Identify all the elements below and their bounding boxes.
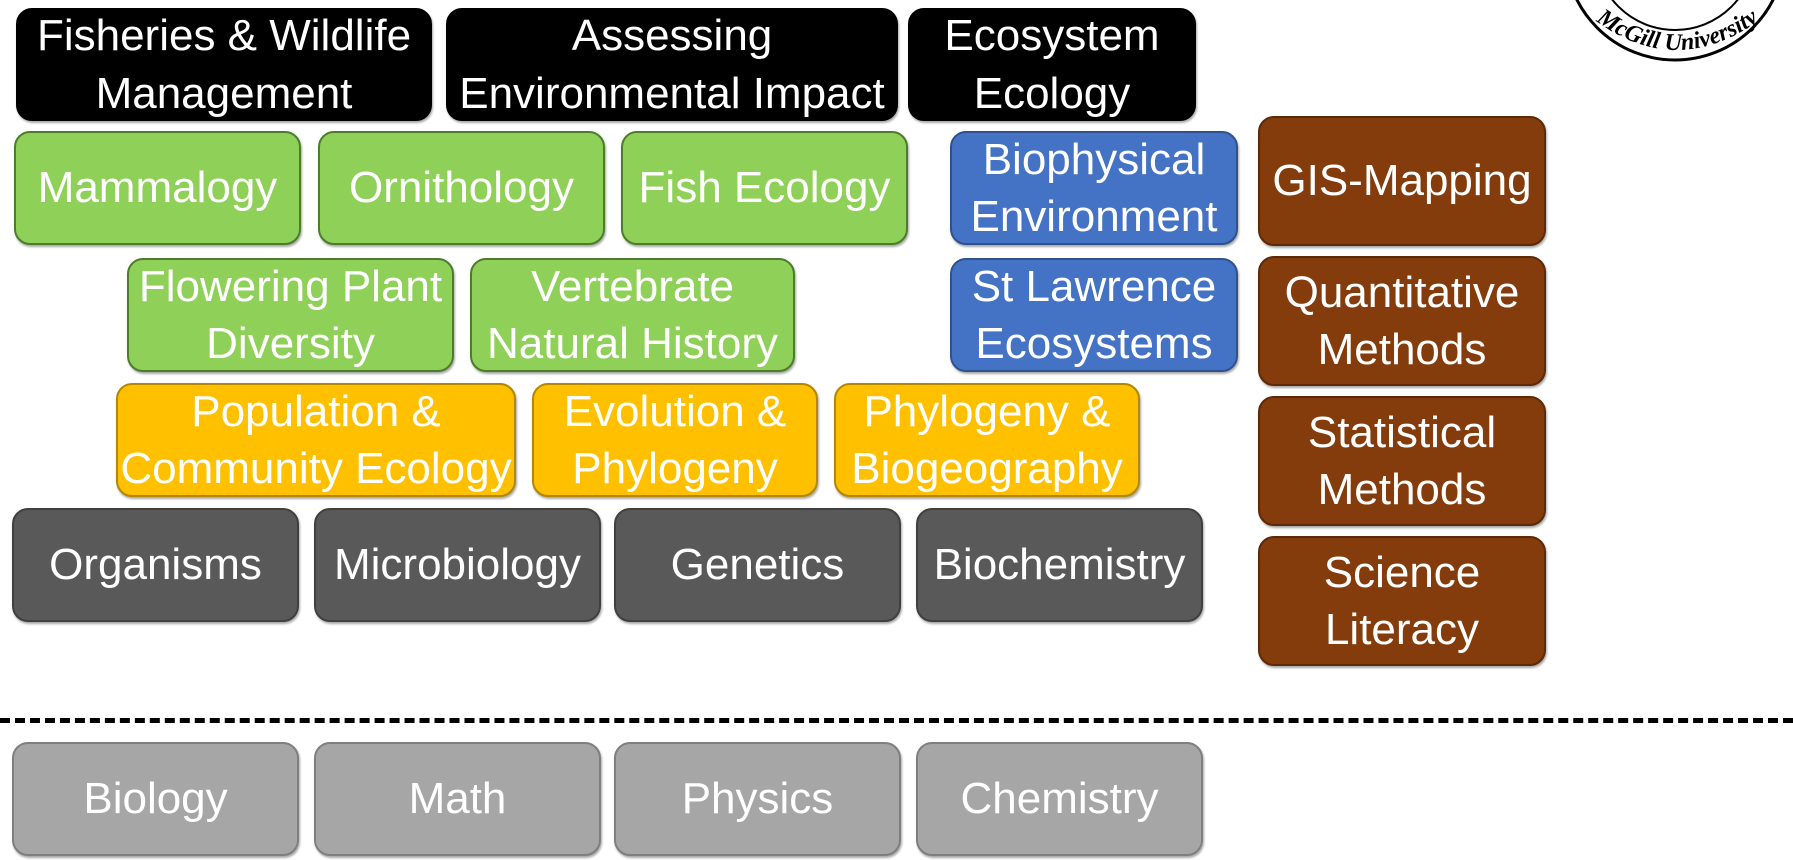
course-organisms: Organisms (12, 508, 299, 622)
course-biology: Biology (12, 742, 299, 856)
course-population-community-ecology: Population & Community Ecology (116, 383, 516, 497)
course-ecosystem-ecology: Ecosystem Ecology (908, 8, 1196, 121)
course-microbiology: Microbiology (314, 508, 601, 622)
course-ornithology: Ornithology (318, 131, 605, 245)
course-genetics: Genetics (614, 508, 901, 622)
mcgill-logo: McGill University (1575, 0, 1775, 62)
course-evolution-phylogeny: Evolution & Phylogeny (532, 383, 818, 497)
skill-gis-mapping: GIS-Mapping (1258, 116, 1546, 246)
course-biochemistry: Biochemistry (916, 508, 1203, 622)
prerequisite-divider (0, 718, 1793, 723)
skill-science-literacy: Science Literacy (1258, 536, 1546, 666)
course-vertebrate-natural-history: Vertebrate Natural History (470, 258, 795, 372)
course-mammalogy: Mammalogy (14, 131, 301, 245)
course-math: Math (314, 742, 601, 856)
course-physics: Physics (614, 742, 901, 856)
course-flowering-plant-diversity: Flowering Plant Diversity (127, 258, 454, 372)
course-assessing-environmental-impact: Assessing Environmental Impact (446, 8, 898, 121)
course-st-lawrence-ecosystems: St Lawrence Ecosystems (950, 258, 1238, 372)
course-chemistry: Chemistry (916, 742, 1203, 856)
course-fish-ecology: Fish Ecology (621, 131, 908, 245)
skill-statistical-methods: Statistical Methods (1258, 396, 1546, 526)
skill-quantitative-methods: Quantitative Methods (1258, 256, 1546, 386)
course-phylogeny-biogeography: Phylogeny & Biogeography (834, 383, 1140, 497)
course-fisheries-wildlife-management: Fisheries & Wildlife Management (16, 8, 432, 121)
course-biophysical-environment: Biophysical Environment (950, 131, 1238, 245)
